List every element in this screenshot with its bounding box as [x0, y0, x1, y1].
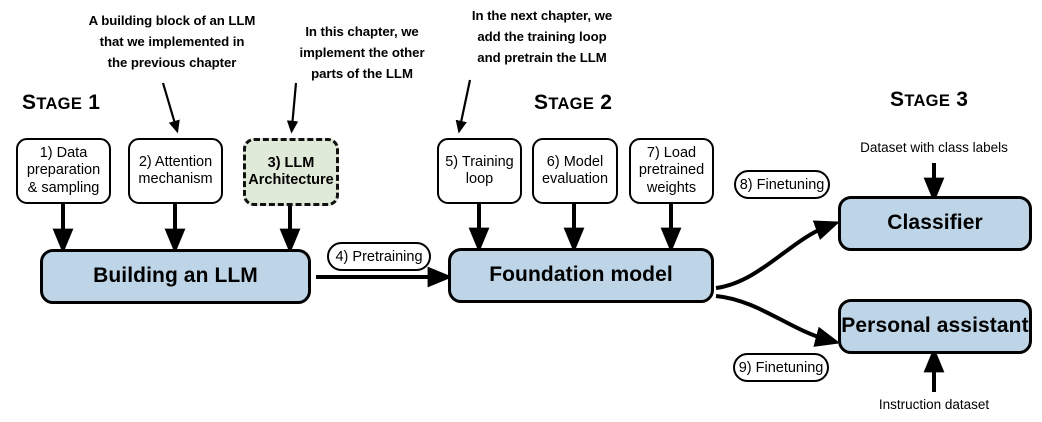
stage-1-tage: TAGE [36, 95, 83, 113]
stage-3-number: 3 [950, 88, 969, 111]
output-box-personal-assistant[interactable]: Personal assistant [838, 299, 1032, 354]
finetuning-classifier-arrow [715, 220, 841, 290]
stage-2-s: S [534, 91, 549, 114]
output-box-classifier[interactable]: Classifier [838, 196, 1032, 251]
stage-1-s: S [22, 91, 37, 114]
stage-3-heading: STAGE 3 [890, 88, 968, 112]
annotation-architecture: In this chapter, we implement the other … [299, 24, 425, 81]
caption-dataset-with-class-labels: Dataset with class labels [860, 140, 1008, 155]
stage-2-heading: STAGE 2 [534, 91, 612, 115]
finetuning-assistant-arrow [715, 294, 841, 347]
stage-2-number: 2 [594, 91, 613, 114]
edge-label-pretraining[interactable]: 4) Pretraining [327, 242, 431, 271]
edge-label-finetuning-classifier[interactable]: 8) Finetuning [734, 170, 830, 199]
stage-3-tage: TAGE [904, 92, 951, 110]
annotation-training: In the next chapter, we add the training… [471, 8, 613, 65]
stage-1-number: 1 [82, 91, 101, 114]
edge-label-finetuning-assistant[interactable]: 9) Finetuning [733, 353, 829, 382]
output-box-foundation-model[interactable]: Foundation model [448, 248, 714, 303]
stage1-down-arrows [52, 204, 301, 254]
stage-1-heading: STAGE 1 [22, 91, 100, 115]
step-box-llm-architecture[interactable]: 3) LLM Architecture [243, 138, 339, 206]
annotation-attention: A building block of an LLM that we imple… [88, 13, 256, 70]
step-box-attention-mechanism[interactable]: 2) Attention mechanism [128, 138, 223, 204]
stage-2-tage: TAGE [548, 95, 595, 113]
annotation-arrows [161, 79, 472, 134]
stage-3-s: S [890, 88, 905, 111]
stage2-down-arrows [468, 204, 682, 253]
output-box-building-an-llm[interactable]: Building an LLM [40, 249, 311, 304]
step-box-training-loop[interactable]: 5) Training loop [437, 138, 522, 204]
step-box-load-pretrained-weights[interactable]: 7) Load pretrained weights [629, 138, 714, 204]
caption-instruction-dataset: Instruction dataset [878, 397, 990, 412]
step-box-data-preparation[interactable]: 1) Data preparation & sampling [16, 138, 111, 204]
step-box-model-evaluation[interactable]: 6) Model evaluation [532, 138, 618, 204]
